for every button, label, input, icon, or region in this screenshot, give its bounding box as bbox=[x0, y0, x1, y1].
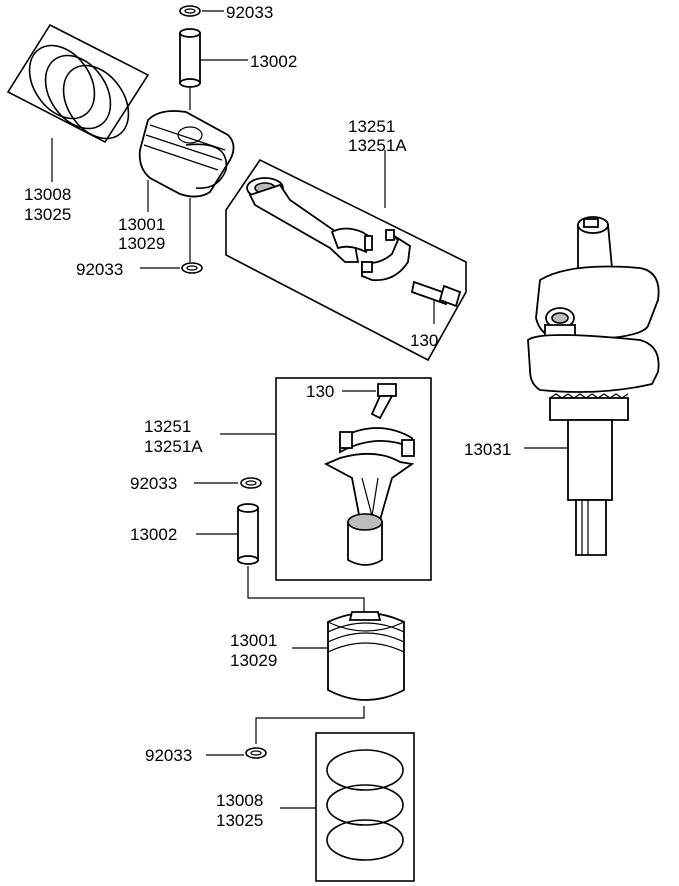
label-rings-bot-a[interactable]: 13008 bbox=[216, 791, 263, 810]
label-bolt-top[interactable]: 130 bbox=[410, 331, 438, 350]
rod-box-top bbox=[225, 158, 467, 362]
label-clip-mid[interactable]: 92033 bbox=[130, 474, 177, 493]
circlip-mid[interactable] bbox=[240, 477, 262, 489]
label-piston-bot-b[interactable]: 13029 bbox=[230, 651, 277, 670]
label-crankshaft[interactable]: 13031 bbox=[464, 440, 511, 459]
label-rings-bot-b[interactable]: 13025 bbox=[216, 811, 263, 830]
pin-to-piston-line bbox=[247, 566, 365, 612]
circlip-top-lower[interactable] bbox=[181, 262, 203, 274]
label-piston-top-a[interactable]: 13001 bbox=[118, 215, 165, 234]
piston-pin-mid[interactable] bbox=[237, 503, 259, 565]
label-pin-top[interactable]: 13002 bbox=[250, 52, 297, 71]
piston-rings-top[interactable] bbox=[6, 23, 150, 151]
rings-box-bottom bbox=[315, 732, 415, 882]
label-rod-top-b[interactable]: 13251A bbox=[348, 136, 407, 155]
piston-to-clip-line bbox=[255, 706, 365, 744]
label-rod-top-a[interactable]: 13251 bbox=[348, 117, 395, 136]
label-rod-mid-a[interactable]: 13251 bbox=[144, 417, 191, 436]
crankshaft[interactable] bbox=[527, 216, 660, 556]
label-rings-top-b[interactable]: 13025 bbox=[24, 205, 71, 224]
label-clip-top[interactable]: 92033 bbox=[226, 3, 273, 22]
rod-box-mid bbox=[275, 377, 432, 581]
connecting-rod-mid[interactable] bbox=[323, 427, 415, 566]
piston-bottom[interactable] bbox=[327, 611, 405, 701]
label-pin-mid[interactable]: 13002 bbox=[130, 525, 177, 544]
label-piston-bot-a[interactable]: 13001 bbox=[230, 631, 277, 650]
label-piston-top-b[interactable]: 13029 bbox=[118, 234, 165, 253]
piston-pin-top[interactable] bbox=[179, 28, 201, 88]
circlip-top[interactable] bbox=[179, 5, 201, 17]
label-rings-top-a[interactable]: 13008 bbox=[24, 185, 71, 204]
circlip-bottom[interactable] bbox=[245, 747, 267, 759]
piston-rings-bottom[interactable] bbox=[326, 749, 404, 861]
bolt-mid[interactable] bbox=[370, 383, 397, 420]
label-rod-mid-b[interactable]: 13251A bbox=[144, 437, 203, 456]
label-bolt-mid[interactable]: 130 bbox=[306, 382, 334, 401]
label-clip-top-lower[interactable]: 92033 bbox=[76, 260, 123, 279]
piston-top[interactable] bbox=[138, 88, 235, 198]
label-clip-bot[interactable]: 92033 bbox=[145, 746, 192, 765]
bolt-top[interactable] bbox=[410, 280, 462, 308]
connecting-rod-top[interactable] bbox=[246, 177, 411, 282]
